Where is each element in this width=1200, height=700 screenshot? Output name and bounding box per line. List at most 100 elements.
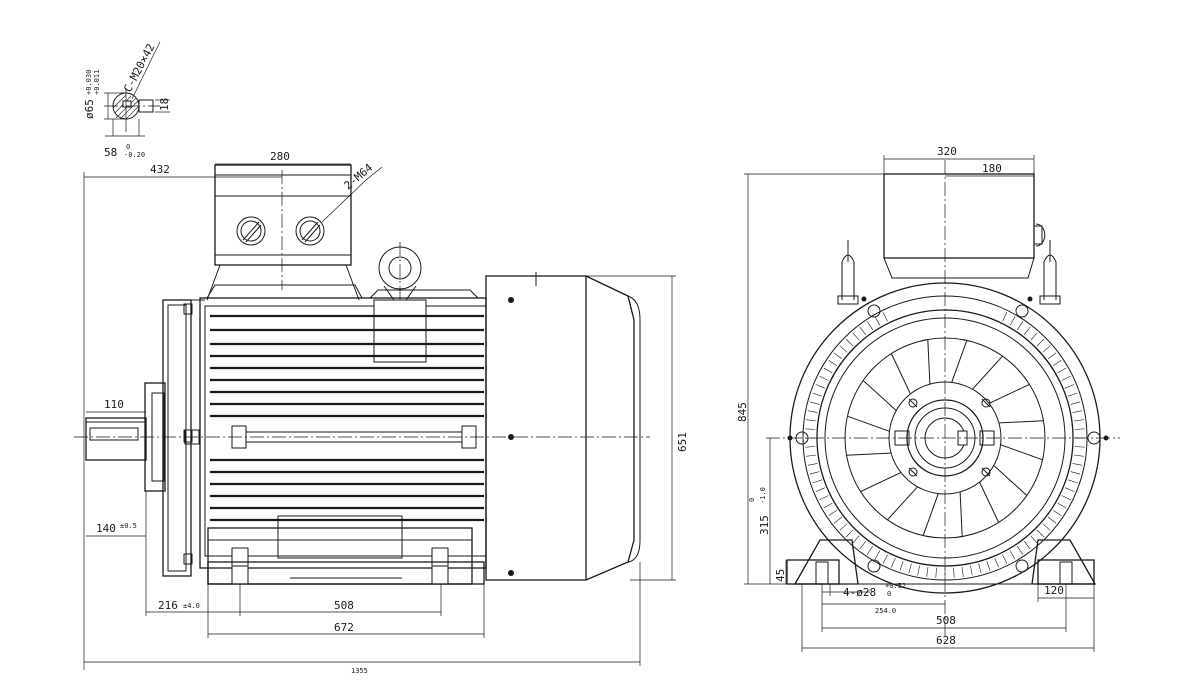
radial-fin: [1042, 523, 1051, 531]
fan-spoke: [979, 481, 1000, 523]
dim-672: 672: [334, 621, 354, 634]
dim-254: 254.0: [875, 607, 896, 615]
radial-fin: [833, 352, 843, 360]
key-width-label: 18: [158, 98, 171, 111]
dim-628: 628: [936, 634, 956, 647]
radial-fin: [1064, 487, 1075, 492]
fan-spoke: [862, 380, 897, 411]
front-dimensions: 320 180 845 315 0 -1.0 45 4-ø28 +0.52 0: [736, 145, 1095, 652]
radial-fin: [986, 561, 991, 571]
radial-fin: [859, 326, 867, 336]
dim-320: 320: [937, 145, 957, 158]
radial-fin: [1072, 463, 1083, 466]
radial-fin: [1064, 384, 1075, 389]
radial-fin: [1030, 535, 1038, 544]
radial-fin: [828, 509, 838, 517]
cooling-fins: [210, 314, 484, 522]
radial-fin: [812, 479, 822, 484]
front-view: 320 180 845 315 0 -1.0 45 4-ø28 +0.52 0: [736, 145, 1120, 652]
radial-fin: [994, 557, 999, 568]
fan-spoke: [959, 491, 963, 537]
thread-label: C-M20×42: [121, 42, 157, 95]
radial-fin: [1073, 419, 1084, 422]
fan-spoke: [847, 415, 890, 432]
radial-fin: [807, 463, 818, 466]
mounting-holes-tol-upper: +0.52: [885, 582, 906, 590]
fan-cover: [485, 272, 641, 581]
radial-fin: [815, 384, 826, 389]
radial-fin: [874, 550, 881, 560]
radial-fin: [1057, 367, 1067, 374]
front-terminal-box: [883, 173, 1046, 279]
radial-fin: [1070, 471, 1081, 475]
dim-845: 845: [736, 402, 749, 422]
radial-fin: [891, 557, 896, 568]
radial-fin: [882, 312, 888, 322]
dim-315-tol-upper: 0: [748, 498, 756, 502]
radial-fin: [1052, 359, 1062, 367]
radial-fin: [819, 375, 829, 381]
radial-fin: [845, 338, 854, 347]
fan-spoke: [887, 486, 918, 521]
radial-fin: [1009, 316, 1016, 326]
radial-fin: [1061, 375, 1071, 381]
radial-fin: [819, 495, 829, 501]
key-height-tol-lower: -0.20: [124, 151, 145, 159]
radial-fin: [1002, 312, 1008, 322]
radial-fin: [839, 523, 848, 531]
radial-fin: [882, 554, 888, 564]
radial-fin: [1023, 326, 1031, 336]
key-height-tol-upper: 0: [126, 143, 130, 151]
dim-1355: 1355: [351, 667, 368, 675]
mounting-holes-tol-lower: 0: [887, 590, 891, 598]
radial-fin: [1073, 454, 1084, 457]
radial-fin: [926, 566, 929, 577]
radial-fin: [833, 516, 843, 524]
radial-fin: [1042, 345, 1051, 353]
radial-fin: [970, 565, 973, 576]
shaft: [85, 417, 147, 461]
fan-spoke: [922, 493, 939, 536]
radial-fin: [807, 410, 818, 413]
radial-fin: [823, 502, 833, 509]
fan-spoke: [998, 420, 1044, 424]
radial-fin: [809, 471, 820, 475]
front-flange: [144, 299, 205, 577]
radial-fin: [978, 563, 982, 574]
motor-frame: [184, 284, 487, 585]
dim-140-tol: ±0.5: [120, 522, 137, 530]
fan-spoke: [1000, 444, 1043, 461]
radial-fin: [935, 567, 937, 578]
shaft-dia-tol-upper: +0.030: [85, 70, 93, 95]
radial-fin: [852, 535, 860, 544]
front-lifting-lugs: [837, 240, 1061, 305]
radial-fin: [845, 529, 854, 538]
shaft-section-detail: C-M20×42 ø65 +0.030 +0.011 18 58 0 -0.20: [83, 42, 171, 159]
front-feet: [786, 539, 1097, 585]
radial-fin: [823, 367, 833, 374]
dim-508: 508: [334, 599, 354, 612]
dim-140: 140: [96, 522, 116, 535]
radial-fin: [1016, 321, 1024, 331]
shaft-dia-tol-lower: +0.011: [93, 70, 101, 95]
fan-spoke: [993, 465, 1028, 496]
radial-fin: [1068, 479, 1078, 484]
radial-fin: [812, 392, 822, 397]
fan-spoke: [846, 452, 892, 456]
radial-fin: [852, 332, 860, 341]
terminal-box: [206, 164, 367, 301]
radial-fin: [1072, 410, 1083, 413]
fan-spoke: [860, 472, 902, 493]
radial-fin: [1036, 529, 1045, 538]
front-radial-fins: [805, 312, 1085, 578]
side-view: 432 280 2-M64 110 140 ±0.5 216 ±4.0 508: [74, 150, 689, 675]
dim-180: 180: [982, 162, 1002, 175]
dim-120: 120: [1044, 584, 1064, 597]
fan-spoke: [890, 353, 911, 395]
radial-fin: [1047, 516, 1057, 524]
radial-fin: [866, 321, 874, 331]
radial-fin: [1074, 428, 1085, 430]
radial-fin: [859, 540, 867, 550]
fan-spoke: [951, 340, 968, 383]
radial-fin: [1009, 550, 1016, 560]
